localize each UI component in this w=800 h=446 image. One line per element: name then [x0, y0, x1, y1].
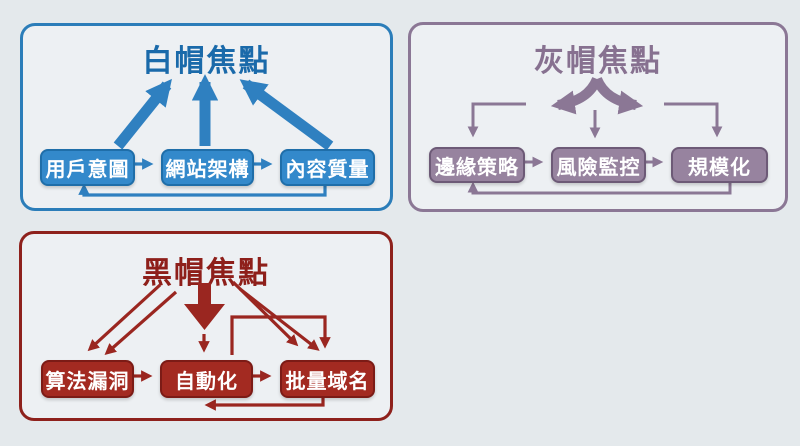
elbow-arrow-edge-strategy [467, 102, 526, 138]
split-arrow-left [550, 76, 602, 115]
node-bulk-domains: 批量域名 [280, 360, 375, 398]
node-user-intent: 用戶意圖 [40, 149, 135, 186]
up-arrow-left [113, 78, 172, 150]
node-edge-strategy: 邊緣策略 [429, 147, 525, 183]
gray-hat-title: 灰帽焦點 [534, 44, 662, 79]
node-content-quality: 內容質量 [280, 149, 375, 186]
node-risk-monitoring: 風險監控 [551, 147, 646, 183]
split-arrow-right [592, 76, 644, 115]
node-scaling: 規模化 [671, 147, 768, 183]
elbow-arrow-scaling [664, 102, 723, 138]
white-hat-title: 白帽焦點 [142, 44, 271, 79]
panel-white-hat: 白帽焦點 用戶意圖 網站架構 內容質量 [20, 23, 393, 211]
panel-gray-hat: 灰帽焦點 邊緣策略 風險監控 規模化 [408, 22, 788, 212]
node-algorithm-exploits: 算法漏洞 [41, 360, 134, 398]
panel-black-hat: 黑帽焦點 算法漏洞 自動化 批量域名 [19, 231, 393, 421]
up-arrow-right [239, 79, 334, 151]
diagonal-arrow-right-2 [239, 287, 320, 351]
black-hat-title: 黑帽焦點 [142, 256, 270, 291]
diagonal-arrow-left-2 [104, 290, 178, 356]
elbow-arrow-automation-bulk-domains [230, 315, 331, 355]
node-site-architecture: 網站架構 [161, 149, 254, 186]
diagonal-arrow-left-1 [87, 283, 162, 352]
node-automation: 自動化 [160, 360, 253, 398]
